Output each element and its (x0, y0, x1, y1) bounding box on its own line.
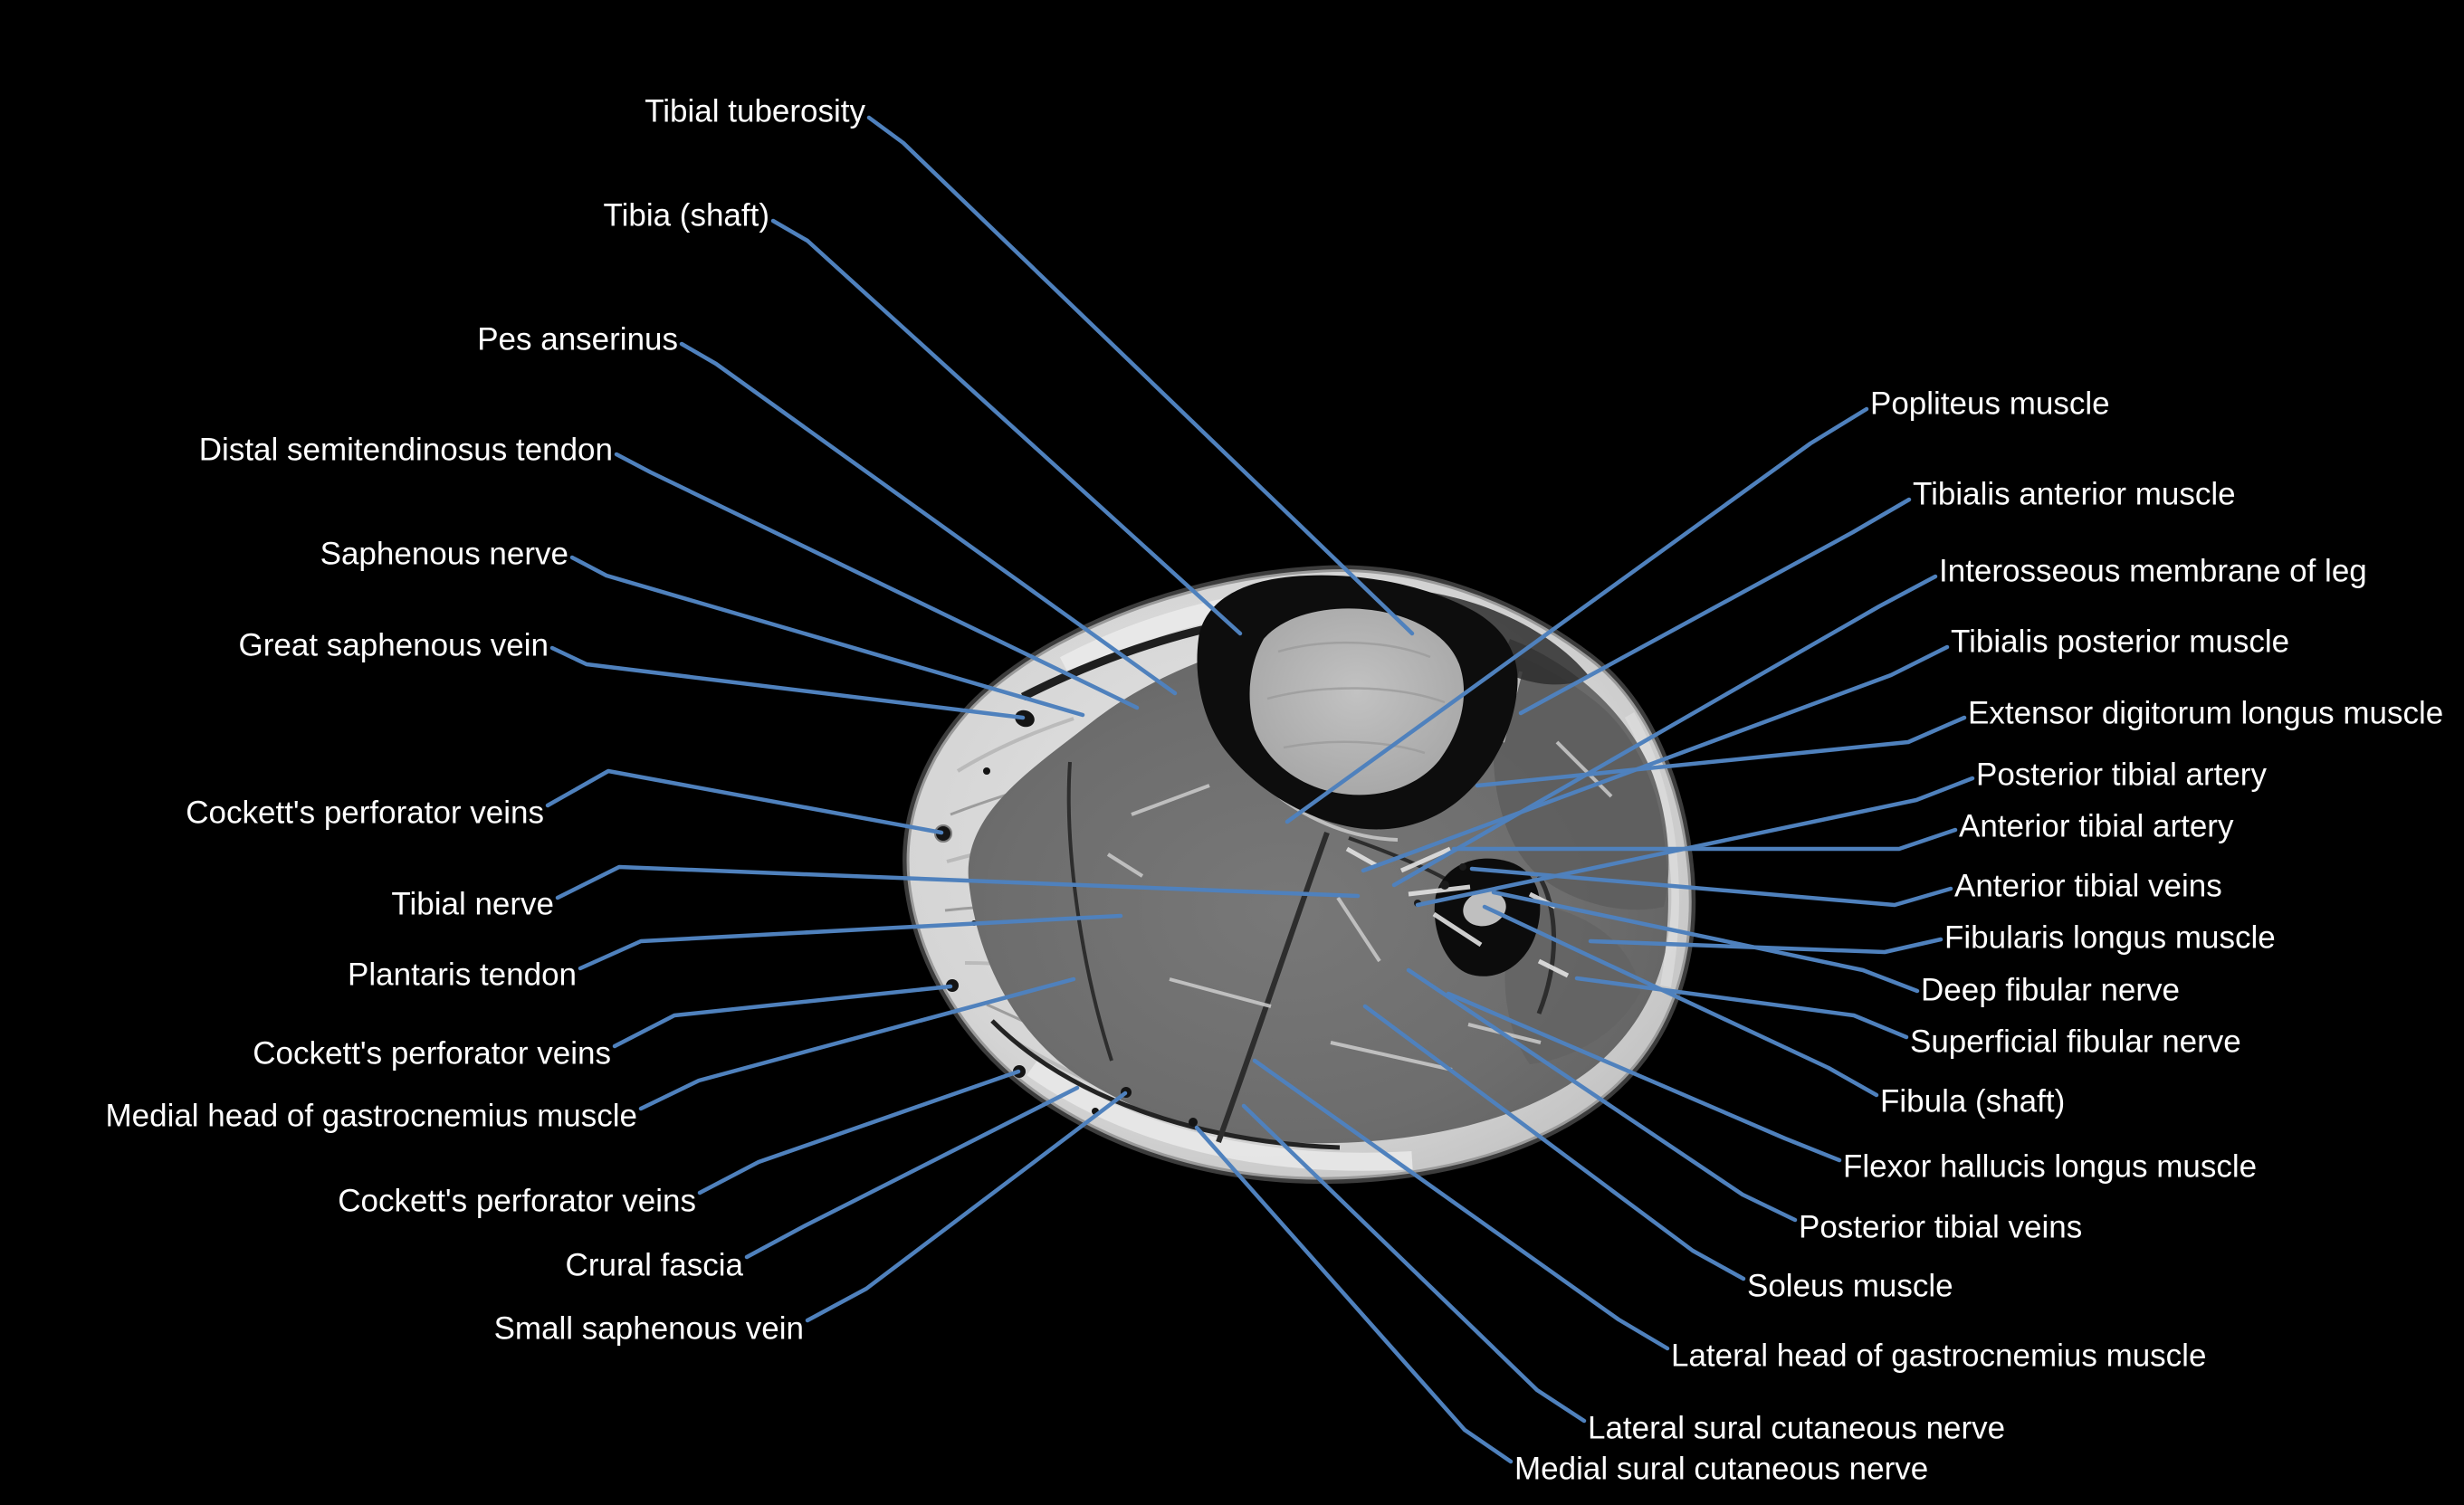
anatomy-label-right-4: Extensor digitorum longus muscle (1968, 695, 2443, 730)
anatomy-label-right-1: Tibialis anterior muscle (1913, 476, 2236, 511)
leader-line-right-15 (1252, 1058, 1670, 1351)
anatomy-label-left-7: Tibial nerve (391, 886, 554, 921)
anatomy-label-right-2: Interosseous membrane of leg (1939, 553, 2367, 588)
leader-line-right-17 (1194, 1125, 1514, 1464)
mri-cross-section-image (903, 565, 1696, 1185)
anatomy-label-right-10: Superficial fibular nerve (1910, 1024, 2241, 1059)
anatomy-label-left-0: Tibial tuberosity (645, 93, 865, 129)
neurovascular-cluster (1345, 846, 1570, 978)
anatomy-label-left-9: Cockett's perforator veins (253, 1035, 611, 1071)
anatomy-label-left-13: Small saphenous vein (494, 1310, 804, 1346)
anatomy-label-right-15: Lateral head of gastrocnemius muscle (1671, 1338, 2206, 1373)
leader-line-right-5 (1415, 776, 1975, 908)
anatomy-label-left-5: Great saphenous vein (239, 627, 549, 662)
anatomy-label-right-5: Posterior tibial artery (1976, 757, 2267, 792)
leader-line-left-2 (679, 341, 1178, 696)
leader-line-right-11 (1482, 904, 1879, 1098)
leader-line-left-1 (770, 218, 1243, 636)
leader-line-left-12 (744, 1085, 1080, 1260)
leader-line-left-0 (866, 115, 1415, 636)
leader-line-right-14 (1362, 1004, 1746, 1281)
leader-line-right-0 (1285, 406, 1869, 824)
anatomy-label-right-17: Medial sural cutaneous nerve (1514, 1451, 1928, 1486)
leader-line-left-8 (578, 913, 1123, 971)
leader-line-right-9 (1491, 890, 1920, 994)
anatomy-label-right-12: Flexor hallucis longus muscle (1843, 1148, 2257, 1184)
anatomy-label-right-11: Fibula (shaft) (1880, 1083, 2065, 1119)
fat-highlight-bottom (1027, 1060, 1413, 1171)
anatomy-label-right-7: Anterior tibial veins (1954, 868, 2222, 903)
leader-line-left-4 (569, 555, 1085, 718)
fat-highlight-right (1624, 712, 1679, 988)
leader-line-right-1 (1518, 497, 1912, 716)
leader-line-left-11 (697, 1069, 1021, 1195)
leader-line-right-3 (1361, 644, 1950, 873)
leader-lines (545, 115, 1975, 1464)
leader-line-left-6 (545, 768, 944, 835)
tibia-marrow (1249, 608, 1465, 795)
leader-line-left-10 (638, 976, 1076, 1111)
leader-line-right-6 (1451, 827, 1958, 852)
lateral-compartment (1504, 905, 1640, 1064)
leader-line-right-13 (1406, 967, 1798, 1223)
leader-line-right-4 (1475, 715, 1967, 788)
anatomy-label-right-13: Posterior tibial veins (1799, 1209, 2082, 1244)
leader-line-right-8 (1588, 937, 1944, 955)
anatomy-label-left-8: Plantaris tendon (348, 957, 577, 992)
leader-line-right-7 (1469, 866, 1953, 908)
anatomy-label-left-2: Pes anserinus (477, 321, 678, 357)
anatomy-label-right-9: Deep fibular nerve (1921, 972, 2180, 1007)
leader-line-right-12 (1446, 991, 1842, 1163)
anatomy-label-right-3: Tibialis posterior muscle (1951, 624, 2289, 659)
anatomy-label-left-1: Tibia (shaft) (604, 197, 769, 233)
anatomy-label-right-14: Soleus muscle (1747, 1268, 1953, 1303)
anatomy-label-left-4: Saphenous nerve (320, 536, 568, 571)
anatomy-label-left-6: Cockett's perforator veins (186, 795, 544, 830)
anatomy-label-right-0: Popliteus muscle (1870, 386, 2110, 421)
leader-line-left-9 (612, 984, 953, 1049)
anatomy-label-left-3: Distal semitendinosus tendon (199, 432, 613, 467)
marrow-texture (1266, 641, 1446, 755)
anatomy-label-left-12: Crural fascia (566, 1247, 744, 1282)
leader-line-left-7 (555, 864, 1361, 900)
anatomy-label-right-8: Fibularis longus muscle (1944, 919, 2276, 955)
leader-line-left-3 (614, 452, 1140, 710)
anatomy-label-left-11: Cockett's perforator veins (338, 1183, 696, 1218)
anatomy-label-right-6: Anterior tibial artery (1959, 808, 2234, 843)
leader-line-left-13 (805, 1091, 1128, 1323)
leader-line-right-2 (1391, 574, 1938, 888)
leader-line-left-5 (549, 645, 1026, 720)
leader-line-right-10 (1574, 976, 1909, 1040)
leader-line-right-16 (1241, 1103, 1587, 1424)
anatomy-label-right-16: Lateral sural cutaneous nerve (1588, 1410, 2005, 1445)
anatomy-label-left-10: Medial head of gastrocnemius muscle (105, 1098, 637, 1133)
